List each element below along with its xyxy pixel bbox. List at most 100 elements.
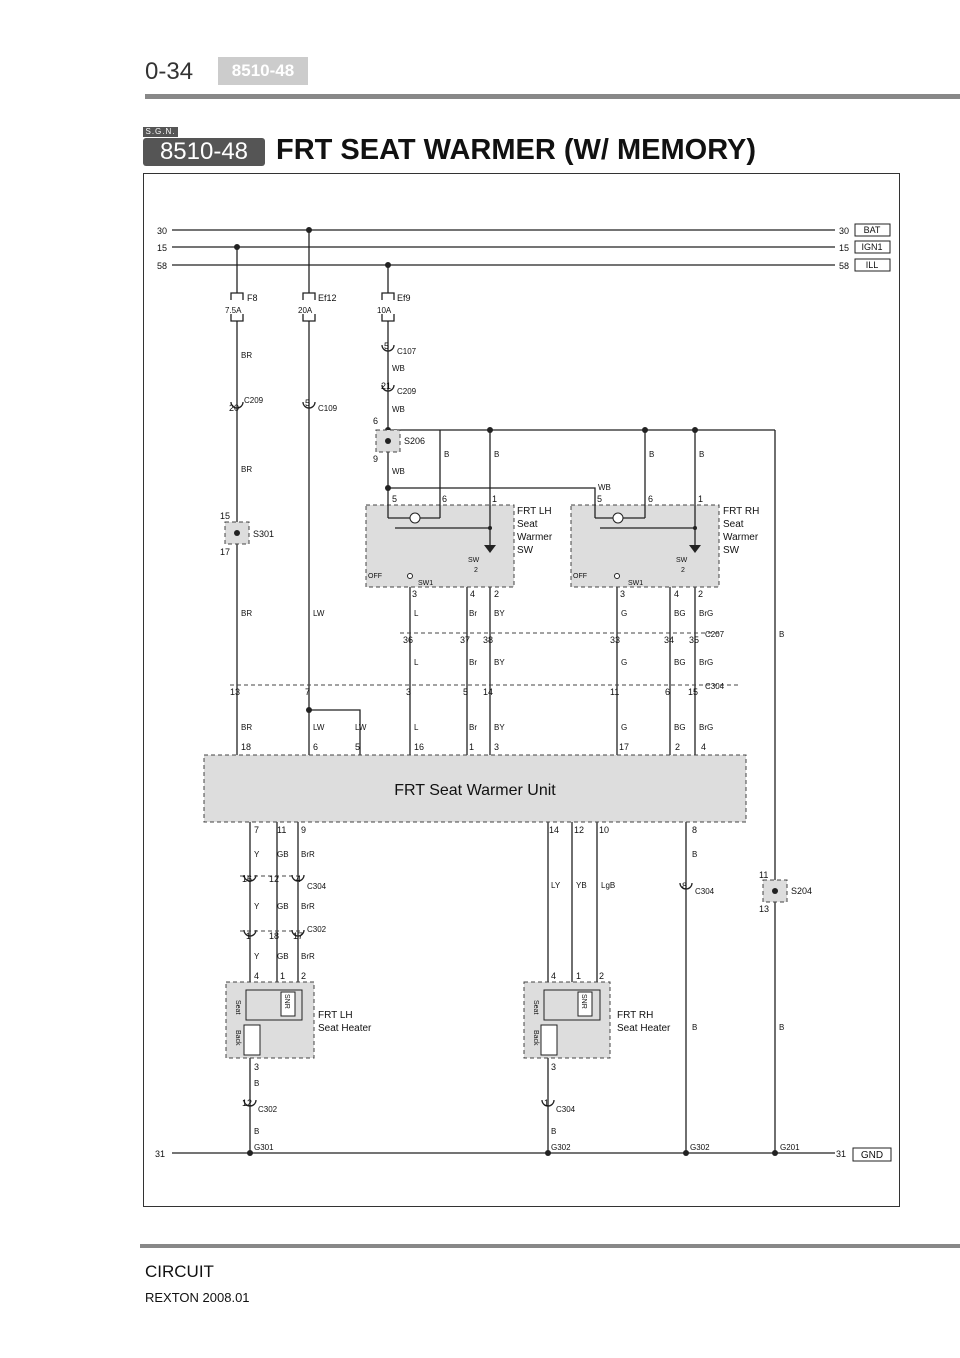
svg-text:13: 13 [230, 687, 240, 697]
svg-text:17: 17 [293, 931, 303, 941]
svg-text:4: 4 [296, 874, 301, 884]
svg-text:WB: WB [392, 467, 405, 476]
svg-text:33: 33 [610, 635, 620, 645]
svg-text:Y: Y [254, 850, 260, 859]
wire-color-labels: BR BR BR BR LW LW LW WB WB WB WB B B B B… [241, 351, 784, 1136]
svg-text:11: 11 [759, 870, 768, 880]
svg-text:5: 5 [305, 398, 310, 408]
rail-31-right: 31 [836, 1149, 846, 1159]
svg-text:7: 7 [305, 687, 310, 697]
svg-text:Y: Y [254, 952, 260, 961]
lh-sw: SW [468, 557, 480, 564]
svg-text:1: 1 [576, 971, 581, 981]
g201-label: G201 [780, 1143, 800, 1152]
fuse-f8-name: F8 [247, 293, 258, 303]
rh-warmer-switch: OFF SW1 SW 2 [570, 500, 720, 588]
svg-text:C209: C209 [397, 387, 417, 396]
svg-text:1: 1 [280, 971, 285, 981]
svg-text:BrG: BrG [699, 658, 713, 667]
svg-text:LY: LY [551, 881, 561, 890]
svg-text:8: 8 [692, 825, 697, 835]
svg-text:BrG: BrG [699, 609, 713, 618]
fuse-f8-rating: 7.5A [225, 306, 242, 315]
header-divider [145, 94, 960, 99]
svg-text:38: 38 [483, 635, 493, 645]
rh-snr: SNR [580, 994, 587, 1009]
svg-text:37: 37 [460, 635, 470, 645]
rh-back: Back [532, 1030, 539, 1046]
seat-warmer-unit: FRT Seat Warmer Unit [203, 754, 747, 823]
connector-marks [230, 344, 740, 1107]
svg-text:B: B [649, 450, 654, 459]
fuse-ef9-name: Ef9 [397, 293, 411, 303]
svg-text:20: 20 [229, 403, 239, 413]
svg-text:4: 4 [470, 589, 475, 599]
svg-text:BrR: BrR [301, 902, 315, 911]
svg-text:5: 5 [392, 494, 397, 504]
connector-labels: C107 C209 C209 C109 C207 C304 C304 C302 … [244, 347, 800, 1152]
svg-text:5: 5 [355, 742, 360, 752]
svg-text:4: 4 [701, 742, 706, 752]
footer-section: CIRCUIT [145, 1262, 214, 1281]
rh-sw-title-2: Seat [723, 519, 744, 530]
svg-text:L: L [414, 723, 419, 732]
svg-text:5: 5 [463, 687, 468, 697]
svg-text:4: 4 [674, 589, 679, 599]
svg-text:16: 16 [242, 874, 252, 884]
svg-text:C109: C109 [318, 404, 338, 413]
svg-text:WB: WB [392, 364, 405, 373]
svg-text:BR: BR [241, 723, 252, 732]
rh-off: OFF [573, 573, 587, 580]
svg-text:L: L [414, 658, 419, 667]
footer-divider [140, 1244, 960, 1248]
svg-text:BR: BR [241, 465, 252, 474]
sgn-label: S.G.N. [143, 127, 178, 137]
svg-text:LW: LW [355, 723, 367, 732]
svg-text:3: 3 [254, 1062, 259, 1072]
svg-text:4: 4 [254, 971, 259, 981]
svg-text:C304: C304 [695, 887, 715, 896]
svg-text:L: L [414, 609, 419, 618]
svg-text:BR: BR [241, 609, 252, 618]
diagram-code-badge: 8510-48 [143, 138, 265, 166]
svg-text:B: B [699, 450, 704, 459]
pin-numbers: 5 21 20 5 6 9 15 17 5 6 1 5 6 1 3 4 2 3 … [220, 341, 769, 1108]
svg-text:9: 9 [373, 454, 378, 464]
unit-label: FRT Seat Warmer Unit [394, 782, 556, 799]
svg-text:BY: BY [494, 723, 505, 732]
svg-text:2: 2 [698, 589, 703, 599]
svg-text:1: 1 [698, 494, 703, 504]
ign1-label: IGN1 [861, 242, 882, 252]
svg-text:2: 2 [675, 742, 680, 752]
rh-seat-heater: Seat Back SNR FRT RH Seat Heater [523, 981, 671, 1059]
svg-text:YB: YB [576, 881, 587, 890]
lh-snr: SNR [283, 994, 290, 1009]
svg-text:LgB: LgB [601, 881, 615, 890]
svg-text:2: 2 [301, 971, 306, 981]
svg-text:C302: C302 [258, 1105, 278, 1114]
lh-seat: Seat [234, 1000, 241, 1014]
svg-text:G: G [621, 658, 627, 667]
svg-text:35: 35 [689, 635, 699, 645]
svg-text:3: 3 [412, 589, 417, 599]
svg-text:Y: Y [254, 902, 260, 911]
section-tag: 8510-48 [218, 57, 308, 85]
splices: S206 S301 S204 [224, 429, 812, 903]
rh-sw-title-3: Warmer [723, 532, 759, 543]
svg-text:C304: C304 [307, 882, 327, 891]
svg-text:2: 2 [599, 971, 604, 981]
rail-31-left: 31 [155, 1149, 165, 1159]
svg-text:15: 15 [688, 687, 698, 697]
svg-text:Br: Br [469, 723, 477, 732]
s204-label: S204 [791, 886, 812, 896]
gnd-label: GND [861, 1150, 883, 1161]
svg-text:BY: BY [494, 658, 505, 667]
g301-label: G301 [254, 1143, 274, 1152]
svg-text:6: 6 [373, 416, 378, 426]
svg-text:11: 11 [610, 687, 619, 697]
svg-text:16: 16 [414, 742, 424, 752]
rh-heater-title-1: FRT RH [617, 1010, 653, 1021]
svg-text:12: 12 [269, 874, 279, 884]
fuses: F8 7.5A Ef12 20A Ef9 10A [225, 292, 411, 322]
svg-text:1: 1 [246, 931, 251, 941]
